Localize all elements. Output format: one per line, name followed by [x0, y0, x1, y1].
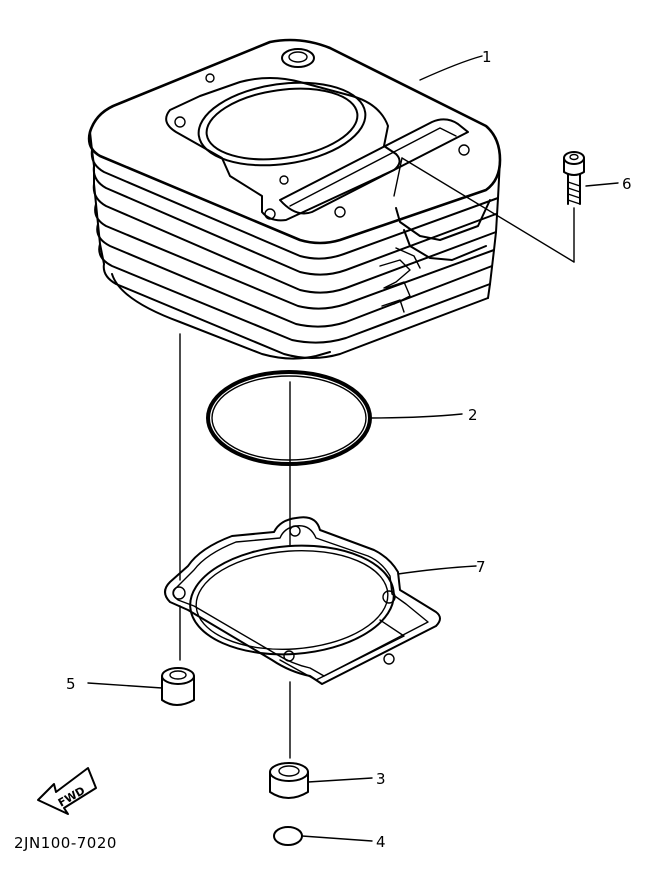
dowel-pin-center-part: [269, 762, 309, 799]
o-ring-part: [206, 370, 372, 466]
leader-lines: [87, 55, 619, 842]
callout-6: 6: [622, 175, 632, 193]
drawing-number: 2JN100-7020: [14, 834, 117, 852]
base-gasket-part: [164, 516, 441, 685]
callout-2: 2: [468, 406, 478, 424]
callout-5: 5: [66, 675, 76, 693]
callout-1: 1: [482, 48, 492, 66]
callout-4: 4: [376, 833, 386, 851]
bolt-part: [563, 151, 585, 205]
dowel-pin-left-part: [161, 667, 195, 706]
assembly-lines: [179, 157, 575, 759]
small-o-ring-part: [273, 826, 303, 846]
callout-3: 3: [376, 770, 386, 788]
fwd-arrow-icon: FWD: [37, 767, 97, 815]
cylinder-part: [87, 38, 502, 360]
callout-7: 7: [476, 558, 486, 576]
